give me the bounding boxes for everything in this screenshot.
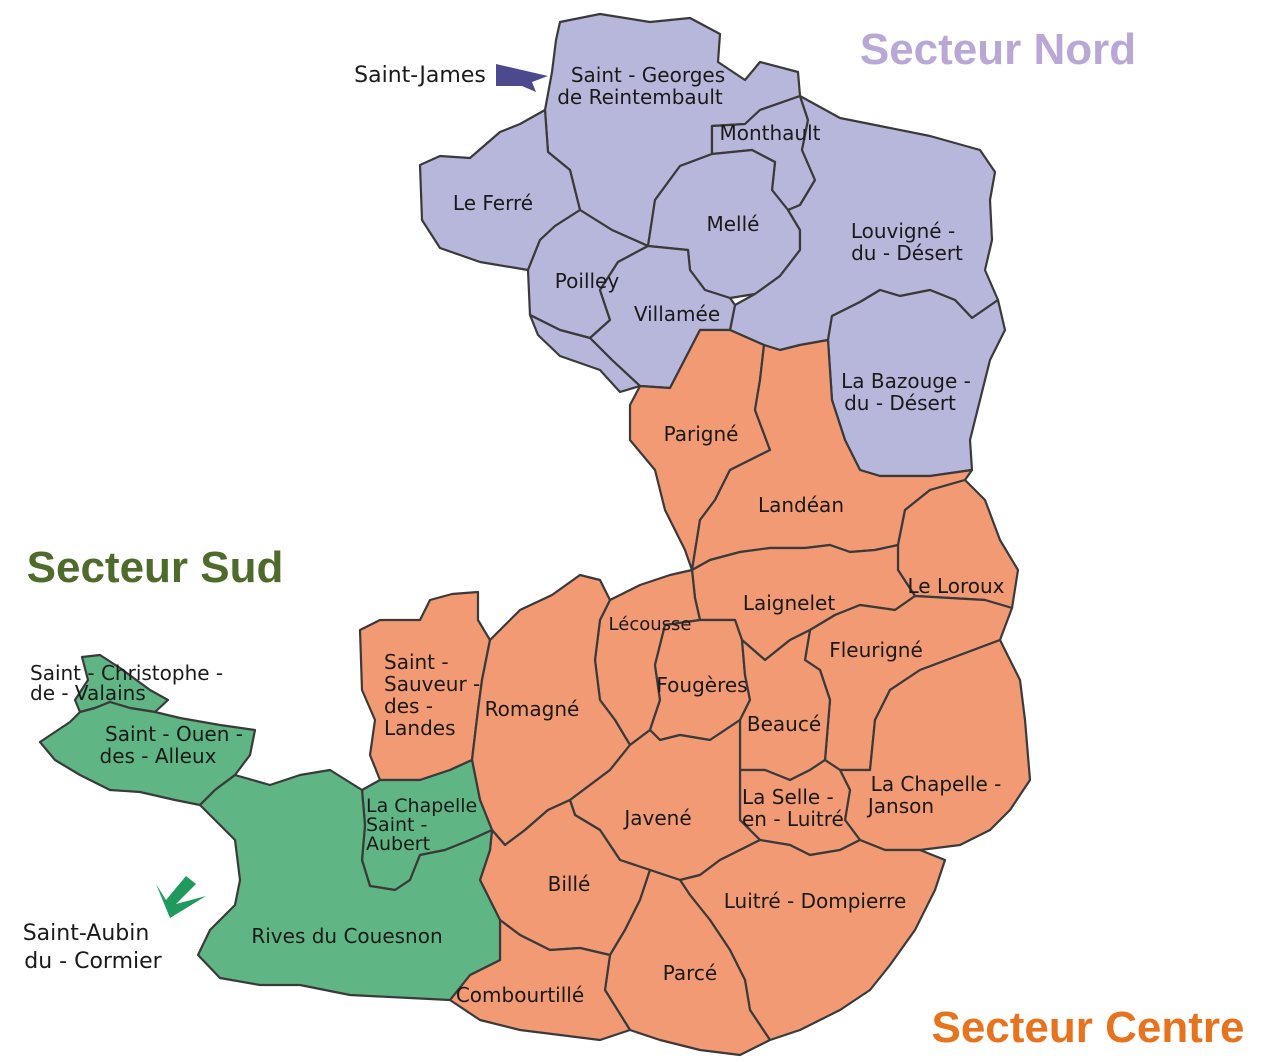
label-fleurigne: Fleurigné — [829, 638, 923, 662]
label-beauce: Beaucé — [747, 712, 821, 736]
label-la-chapelle-saint-aubert-line1: La Chapelle — [366, 795, 477, 817]
label-saint-james: Saint-James — [354, 63, 486, 88]
label-saint-aubin-line1: Saint-Aubin — [23, 921, 150, 946]
label-romagne: Romagné — [485, 697, 580, 721]
label-le-loroux: Le Loroux — [907, 574, 1004, 598]
region-le-ferre[interactable] — [418, 108, 582, 272]
arrow-saint-james — [496, 64, 548, 92]
label-saint-ouen-line2: des - Alleux — [100, 744, 217, 768]
label-la-bazouge-line2: du - Désert — [844, 391, 956, 415]
region-saint-ouen-des-alleux[interactable] — [38, 700, 257, 807]
label-la-selle-line2: en - Luitré — [742, 807, 844, 831]
sector-title-centre: Secteur Centre — [931, 1003, 1244, 1052]
label-saint-christophe-line2: de - Valains — [30, 681, 146, 705]
sector-title-nord: Secteur Nord — [860, 25, 1136, 74]
label-saint-sauveur-line4: Landes — [384, 716, 456, 740]
label-la-bazouge-line1: La Bazouge - — [841, 369, 971, 393]
region-combourtille[interactable] — [448, 918, 632, 1042]
label-saint-ouen-line1: Saint - Ouen - — [105, 722, 243, 746]
label-saint-georges-line2: de Reintembault — [557, 85, 723, 109]
label-la-chapelle-saint-aubert-line2: Saint - — [366, 814, 427, 836]
label-combourtille: Combourtillé — [456, 983, 584, 1007]
label-parigne: Parigné — [664, 422, 739, 446]
label-melle: Mellé — [707, 212, 760, 236]
label-rives-du-couesnon: Rives du Couesnon — [251, 924, 442, 948]
label-louvigne-line2: du - Désert — [851, 241, 963, 265]
label-saint-georges-line1: Saint - Georges — [571, 63, 725, 87]
secteur-centre-regions — [358, 328, 1032, 1057]
label-saint-christophe-line1: Saint - Christophe - — [30, 661, 223, 685]
label-saint-sauveur-line2: Sauveur - — [384, 672, 480, 696]
sector-title-sud: Secteur Sud — [27, 543, 284, 592]
label-parce: Parcé — [663, 961, 718, 985]
label-fougeres: Fougères — [656, 673, 747, 697]
label-saint-sauveur-line1: Saint - — [384, 650, 449, 674]
label-landean: Landéan — [758, 493, 844, 517]
arrow-saint-aubin — [156, 876, 206, 918]
label-laignelet: Laignelet — [743, 591, 835, 615]
region-rives-du-couesnon[interactable] — [196, 768, 502, 1002]
label-bille: Billé — [548, 872, 591, 896]
secteur-nord-regions — [418, 12, 1007, 478]
secteur-sud-regions — [38, 653, 502, 1002]
label-javene: Javené — [622, 806, 691, 830]
label-poilley: Poilley — [555, 269, 620, 293]
label-saint-sauveur-line3: des - — [384, 694, 433, 718]
label-la-chapelle-saint-aubert-line3: Aubert — [366, 833, 430, 855]
region-north-left-tail[interactable] — [528, 313, 642, 394]
label-saint-aubin-line2: du - Cormier — [24, 949, 162, 974]
label-monthault: Monthault — [719, 121, 820, 145]
label-louvigne-line1: Louvigné - — [851, 219, 955, 243]
label-la-selle-line1: La Selle - — [742, 785, 834, 809]
label-luitre-dompierre: Luitré - Dompierre — [724, 889, 907, 913]
label-la-chapelle-janson-line2: Janson — [866, 794, 934, 818]
label-lecousse: Lécousse — [609, 614, 692, 635]
label-la-chapelle-janson-line1: La Chapelle - — [871, 772, 1002, 796]
label-le-ferre: Le Ferré — [453, 191, 533, 215]
label-villamee: Villamée — [634, 302, 720, 326]
